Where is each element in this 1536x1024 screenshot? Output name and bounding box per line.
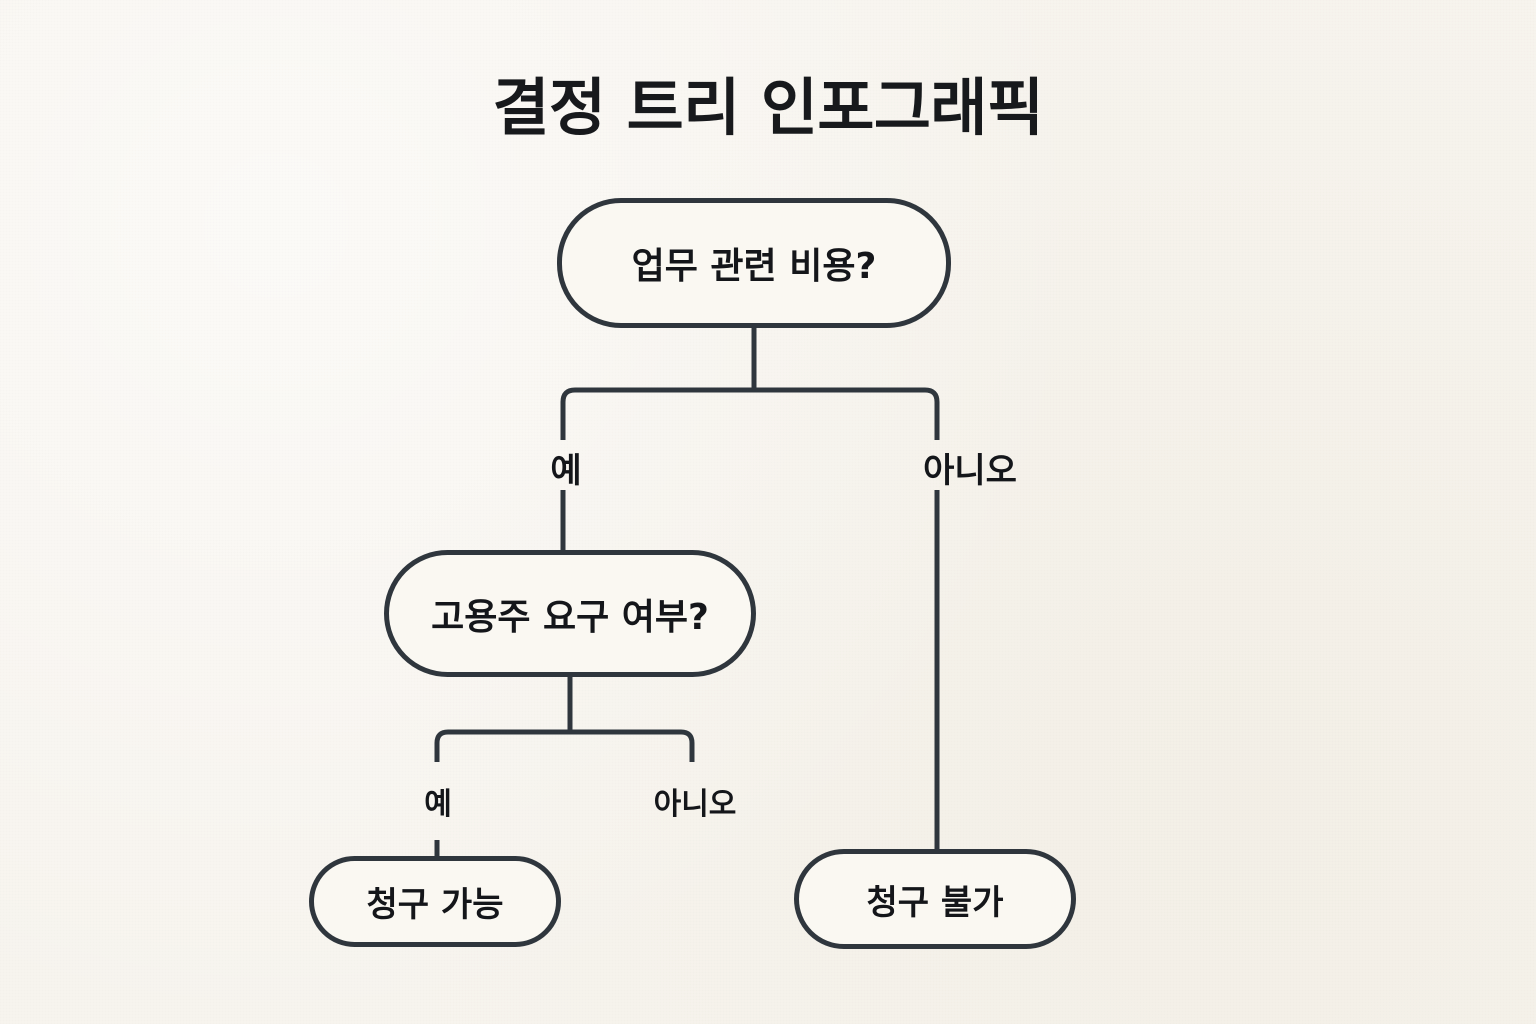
leaf-node-claimable-label: 청구 가능 <box>366 885 504 925</box>
leaf-node-not-claimable[interactable]: 청구 불가 <box>794 849 1076 949</box>
edge-employer-split-left <box>434 729 570 762</box>
edge-employer-split-right <box>570 729 695 762</box>
edge-root-split-right <box>575 387 940 440</box>
page-title: 결정 트리 인포그래픽 <box>492 71 1044 144</box>
leaf-node-not-claimable-label: 청구 불가 <box>866 882 1004 923</box>
decision-node-root-label: 업무 관련 비용? <box>631 246 877 287</box>
edge-label-employer-no: 아니오 <box>653 787 737 822</box>
edge-root-split-left <box>560 387 576 440</box>
decision-node-employer[interactable]: 고용주 요구 여부? <box>384 550 756 677</box>
edge-label-root-no: 아니오 <box>923 451 1017 491</box>
leaf-node-claimable[interactable]: 청구 가능 <box>309 856 561 947</box>
decision-node-root[interactable]: 업무 관련 비용? <box>557 198 951 328</box>
edge-label-employer-yes: 예 <box>424 787 452 822</box>
edge-label-root-yes: 예 <box>550 451 582 491</box>
decision-node-employer-label: 고용주 요구 여부? <box>431 596 709 638</box>
